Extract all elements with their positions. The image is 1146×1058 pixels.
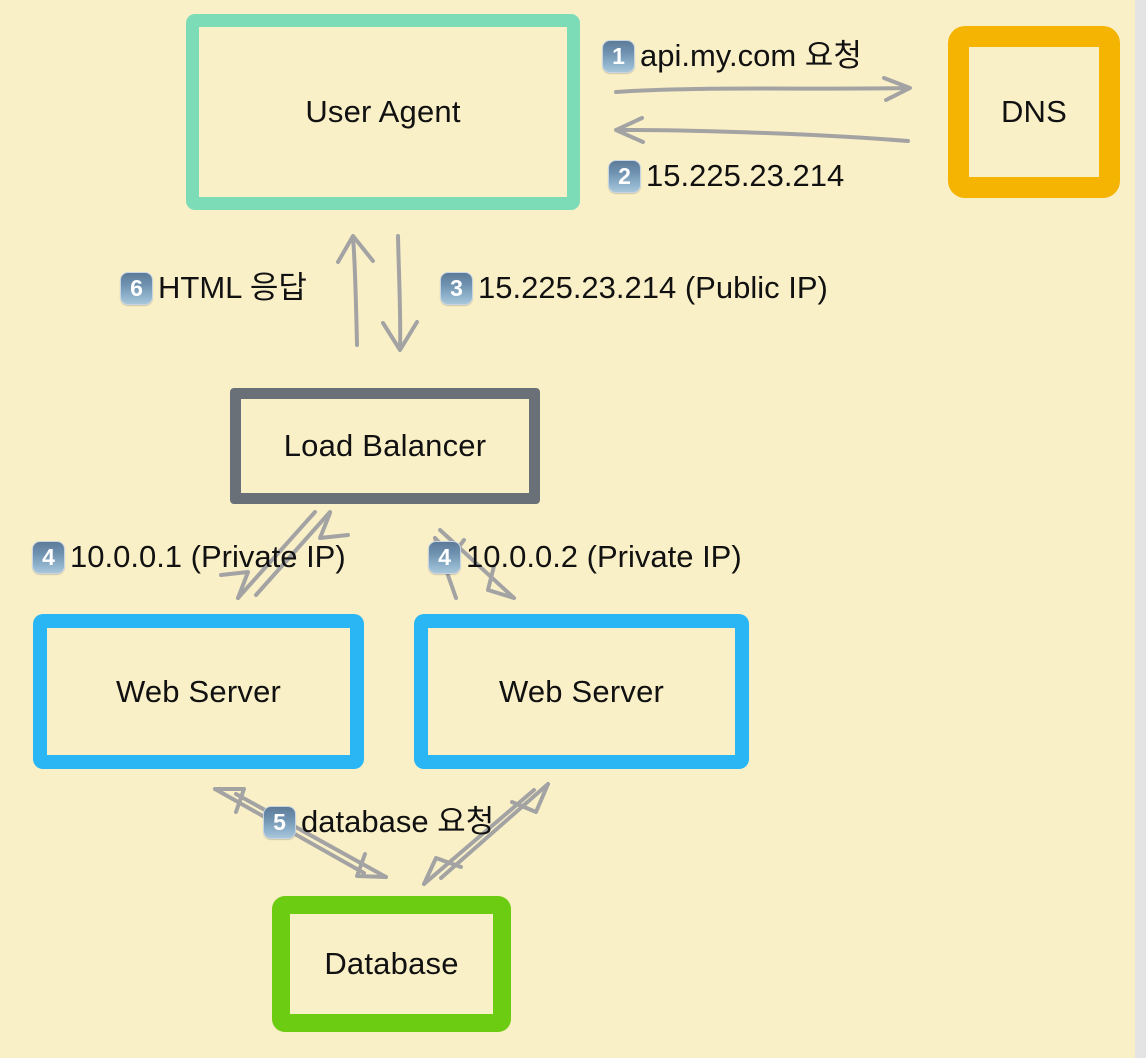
arrow-dns-to-user-agent xyxy=(614,116,910,144)
node-database-label: Database xyxy=(324,946,459,981)
step-label-1: 1 api.my.com 요청 xyxy=(602,40,862,73)
step-badge-5: 5 xyxy=(263,806,296,839)
canvas-right-edge xyxy=(1135,0,1146,1058)
step-text-2: 15.225.23.214 xyxy=(646,158,845,194)
step-label-5: 5 database 요청 xyxy=(263,806,494,839)
step-badge-2: 2 xyxy=(608,160,641,193)
step-badge-6: 6 xyxy=(120,272,153,305)
node-user-agent[interactable]: User Agent xyxy=(186,14,580,210)
step-text-1: api.my.com 요청 xyxy=(640,38,862,74)
node-dns[interactable]: DNS xyxy=(948,26,1120,198)
node-web-server-2-label: Web Server xyxy=(498,673,665,709)
node-dns-label: DNS xyxy=(1000,94,1068,129)
node-database[interactable]: Database xyxy=(272,896,511,1032)
step-label-6: 6 HTML 응답 xyxy=(120,272,307,305)
arrow-load-balancer-to-user-agent xyxy=(336,234,375,347)
step-badge-4a: 4 xyxy=(32,541,65,574)
node-web-server-1-label: Web Server xyxy=(115,673,282,709)
node-load-balancer-label: Load Balancer xyxy=(283,428,487,463)
step-badge-1: 1 xyxy=(602,40,635,73)
node-web-server-1[interactable]: Web Server xyxy=(33,614,364,769)
step-text-4b: 10.0.0.2 (Private IP) xyxy=(466,539,742,575)
step-label-3: 3 15.225.23.214 (Public IP) xyxy=(440,272,828,305)
step-badge-4b: 4 xyxy=(428,541,461,574)
step-label-2: 2 15.225.23.214 xyxy=(608,160,844,193)
step-text-4a: 10.0.0.1 (Private IP) xyxy=(70,539,346,575)
step-text-5: database 요청 xyxy=(301,804,495,840)
node-web-server-2[interactable]: Web Server xyxy=(414,614,749,769)
step-text-3: 15.225.23.214 (Public IP) xyxy=(478,270,828,306)
step-label-4-web-server-2: 4 10.0.0.2 (Private IP) xyxy=(428,541,742,574)
arrow-user-agent-to-load-balancer xyxy=(381,234,419,352)
node-load-balancer[interactable]: Load Balancer xyxy=(230,388,540,504)
step-label-4-web-server-1: 4 10.0.0.1 (Private IP) xyxy=(32,541,346,574)
step-badge-3: 3 xyxy=(440,272,473,305)
arrow-user-agent-to-dns xyxy=(614,76,912,102)
step-text-6: HTML 응답 xyxy=(158,270,307,306)
node-user-agent-label: User Agent xyxy=(305,94,461,129)
